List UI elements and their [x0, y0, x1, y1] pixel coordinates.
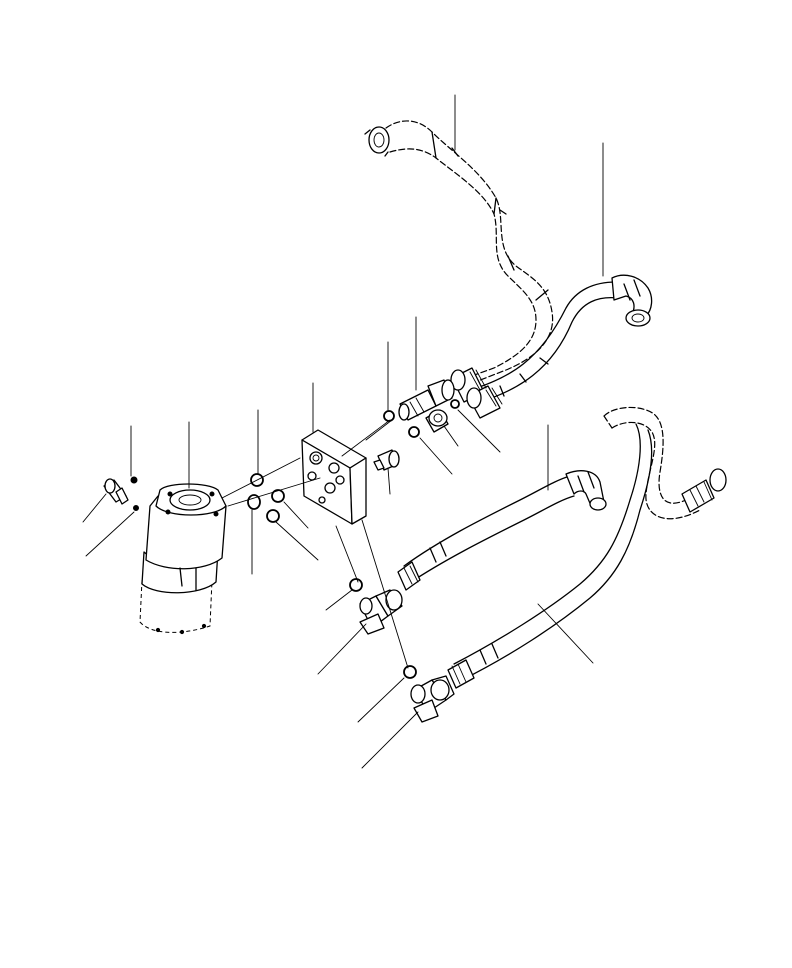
small-seal-top	[130, 476, 138, 484]
mounting-bolt	[373, 449, 400, 471]
small-seal-side	[133, 505, 139, 511]
steering-unit-port-fitting	[103, 478, 129, 505]
upper-hose-end-fitting	[364, 126, 390, 157]
lower-hose-2-end-fitting	[681, 468, 727, 513]
o-rings	[247, 399, 460, 679]
upper-connector-fittings	[398, 379, 455, 433]
upper-pressure-hose	[450, 274, 653, 419]
upper-hose-elbow-fitting	[611, 274, 653, 327]
upper-hose-straight-fittings	[450, 367, 503, 419]
lower-elbow-fitting-1	[359, 589, 403, 635]
lower-hose-1-elbow	[565, 470, 607, 511]
steering-unit	[139, 483, 227, 635]
lower-hose-1	[397, 470, 607, 591]
valve-block	[301, 429, 367, 525]
leader-lines	[82, 94, 604, 769]
upper-hose-assembly	[364, 120, 554, 385]
lower-elbow-fitting-2	[410, 675, 455, 723]
lower-hose-2	[447, 406, 727, 689]
